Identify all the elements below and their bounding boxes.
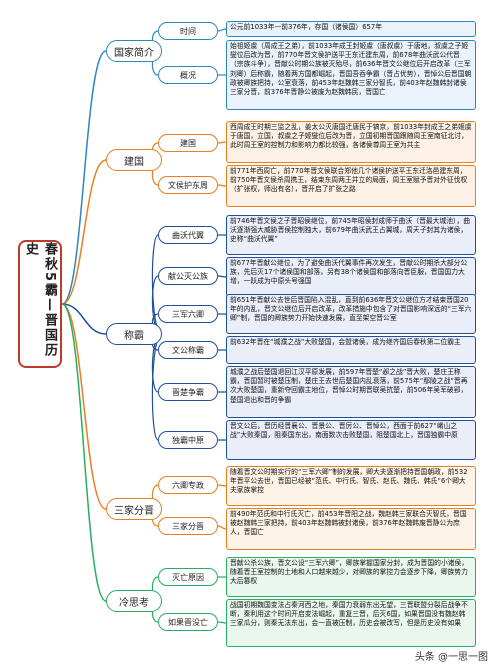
section-label: 建国 xyxy=(124,156,144,168)
connector-line xyxy=(61,50,107,305)
content-box-jinchu: 城濮之战后楚国退回江汉平原发展，前597年晋楚“邲之战”晋大败，楚庄王称霸，晋国… xyxy=(226,366,476,418)
subnode-label: 三家分晋 xyxy=(172,521,204,531)
subnode-label: 建国 xyxy=(180,138,196,148)
connector-line xyxy=(217,28,227,32)
subnode-sanjun: 三军六卿 xyxy=(158,305,218,323)
content-text: 始祖姬虞（周成王之弟），前1033年成王封姬虞（唐叔虞）于唐地，叔虞之子姬燮位后… xyxy=(230,42,472,96)
connector-line xyxy=(61,303,107,602)
content-text: 随着晋文公时期实行的“三军六卿”制的发展，卿大夫逐渐把持晋国朝政，前532年晋平… xyxy=(230,468,468,495)
subnode-label: 三军六卿 xyxy=(172,309,204,319)
content-box-sanjun: 前651年晋献公去世后晋国陷入混乱，直到前636年晋文公继位方才结束晋国20年的… xyxy=(226,294,476,334)
root-node: 春秋5霸—晋国历史 xyxy=(18,240,62,368)
section-label: 称霸 xyxy=(124,330,144,342)
subnode-label: 晋楚争霸 xyxy=(172,387,204,397)
connector-line xyxy=(61,159,107,305)
watermark: 头条 @一思一图 xyxy=(414,652,488,663)
subnode-jinchu: 晋楚争霸 xyxy=(158,383,218,401)
section-label: 冷思考 xyxy=(119,597,149,609)
section-node-hegemony: 称霸 xyxy=(106,323,162,345)
content-box-wenhou: 前771年西周亡，前770年晋文侯联合郑他几个诸侯护送平王东迁洛邑建东周，前75… xyxy=(226,165,476,207)
subnode-wengong: 文公称霸 xyxy=(158,341,218,359)
subnode-founding: 建国 xyxy=(158,134,218,152)
subnode-wenhou: 文侯护东周 xyxy=(158,176,218,194)
subnode-time: 时间 xyxy=(158,22,218,40)
content-text: 前771年西周亡，前770年晋文侯联合郑他几个诸侯护送平王东迁洛邑建东周，前75… xyxy=(230,167,468,194)
subnode-dubai: 独霸中原 xyxy=(158,431,218,449)
subnode-ruguo: 如果晋没亡 xyxy=(158,613,218,631)
subnode-xiangong: 献公灭公族 xyxy=(158,267,218,285)
content-text: 前490年范氏和中行氏灭亡，前453年晋阳之战，魏赵韩三家联合灭智氏，晋国被赵魏… xyxy=(230,510,467,537)
subnode-label: 献公灭公族 xyxy=(168,271,208,281)
content-text: 西周成王时期三监之乱，姜太公灭唐国迁唐民于镐京，前1033年封成王之弟姬虞于唐国… xyxy=(230,123,472,150)
content-box-quwo: 前746年晋文侯之子晋昭侯继位，前745年昭侯封成师于曲沃（晋最大城池），曲沃逐… xyxy=(226,215,476,255)
content-box-overview: 始祖姬虞（周成王之弟），前1033年成王封姬虞（唐叔虞）于唐地，叔虞之子姬燮位后… xyxy=(226,40,476,110)
subnode-label: 文侯护东周 xyxy=(168,180,208,190)
content-box-xiangong: 前677年晋献公继位，为了避免曲沃代翼事件再次发生，晋献公时期杀大部分公族，先后… xyxy=(226,257,476,297)
content-text: 晋文公后，晋历经晋襄公、晋景公、晋厉公、晋悼公，西面于前627“崤山之战”大败秦… xyxy=(230,422,458,440)
subnode-label: 曲沃代翼 xyxy=(172,230,204,240)
section-label: 三家分晋 xyxy=(114,505,154,517)
subnode-label: 灭亡原因 xyxy=(172,572,204,582)
subnode-label: 时间 xyxy=(180,26,196,36)
content-text: 前632年晋在“城濮之战”大败楚国，会盟诸侯，成为继齐国后春秋第二位霸主 xyxy=(230,338,461,346)
content-box-founding: 西周成王时期三监之乱，姜太公灭唐国迁唐民于镐京，前1033年封成王之弟姬虞于唐国… xyxy=(226,121,476,163)
subnode-label: 文公称霸 xyxy=(172,345,204,355)
content-box-miewang: 晋献公杀公族，晋文公设“三军六卿”，卿族掌握国家分封，成为晋国的小诸侯，随着晋王… xyxy=(226,557,476,597)
content-text: 前651年晋献公去世后晋国陷入混乱，直到前636年晋文公继位方才结束晋国20年的… xyxy=(230,296,472,323)
connector-line xyxy=(217,275,227,278)
subnode-overview: 概况 xyxy=(158,66,218,84)
section-label: 国家简介 xyxy=(114,47,154,59)
content-box-wengong: 前632年晋在“城濮之战”大败楚国，会盟诸侯，成为继齐国后春秋第二位霸主 xyxy=(226,336,476,364)
subnode-label: 独霸中原 xyxy=(172,435,204,445)
subnode-sanjia: 三家分晋 xyxy=(158,517,218,535)
section-node-founding: 建国 xyxy=(106,149,162,171)
subnode-quwo: 曲沃代翼 xyxy=(158,226,218,244)
section-node-reflection: 冷思考 xyxy=(106,590,162,612)
root-title: 春秋5霸—晋国历史 xyxy=(23,242,57,359)
subnode-miewang: 灭亡原因 xyxy=(158,568,218,586)
content-box-time: 公元前1033年—前376年，存国（诸侯国）657年 xyxy=(226,21,476,37)
connector-line xyxy=(217,484,227,487)
content-text: 城濮之战后楚国退回江汉平原发展，前597年晋楚“邲之战”晋大败，楚庄王称霸，晋国… xyxy=(230,368,468,404)
content-text: 晋献公杀公族，晋文公设“三军六卿”，卿族掌握国家分封，成为晋国的小诸侯，随着晋王… xyxy=(230,559,469,586)
connector-line xyxy=(217,525,227,530)
connector-line xyxy=(61,303,107,335)
subnode-label: 概况 xyxy=(180,70,196,80)
subnode-label: 六卿专政 xyxy=(172,480,204,490)
content-box-ruguo: 战国初期魏国变法占秦河西之地，秦国力衰弱东出无望，三晋联盟分裂后战争不断，秦利用… xyxy=(226,599,476,647)
content-text: 公元前1033年—前376年，存国（诸侯国）657年 xyxy=(230,23,382,31)
content-box-sanjia: 前490年范氏和中行氏灭亡，前453年晋阳之战，魏赵韩三家联合灭智氏，晋国被赵魏… xyxy=(226,508,476,550)
content-text: 前677年晋献公继位，为了避免曲沃代翼事件再次发生，晋献公时期杀大部分公族，先后… xyxy=(230,259,468,286)
content-text: 前746年晋文侯之子晋昭侯继位，前745年昭侯封成师于曲沃（晋最大城池），曲沃逐… xyxy=(230,217,471,244)
connector-line xyxy=(217,141,227,144)
connector-line xyxy=(217,621,227,624)
content-text: 战国初期魏国变法占秦河西之地，秦国力衰弱东出无望，三晋联盟分裂后战争不断，秦利用… xyxy=(230,601,468,628)
connector-line xyxy=(217,184,227,187)
content-box-liuqing: 随着晋文公时期实行的“三军六卿”制的发展，卿大夫逐渐把持晋国朝政，前532年晋平… xyxy=(226,466,476,506)
section-node-partition: 三家分晋 xyxy=(106,498,162,520)
connector-line xyxy=(61,303,107,510)
content-box-dubai: 晋文公后，晋历经晋襄公、晋景公、晋厉公、晋悼公，西面于前627“崤山之战”大败秦… xyxy=(226,420,476,460)
subnode-liuqing: 六卿专政 xyxy=(158,476,218,494)
subnode-label: 如果晋没亡 xyxy=(168,617,208,627)
section-node-intro: 国家简介 xyxy=(106,40,162,62)
